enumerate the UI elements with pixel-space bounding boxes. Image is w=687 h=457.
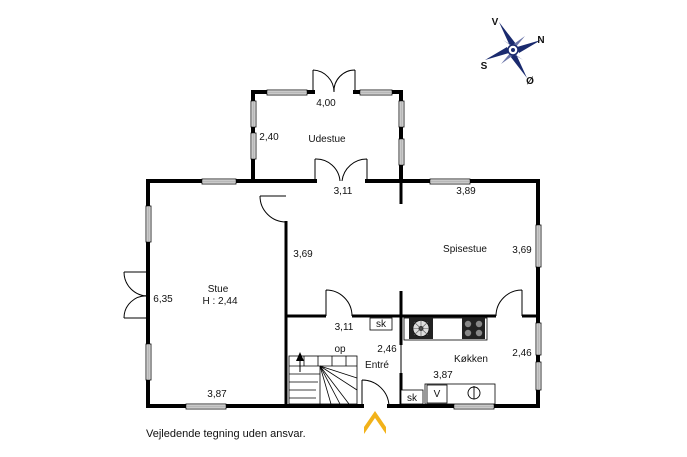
kokken-appliance: V: [434, 389, 441, 400]
entre-cupboard: sk: [376, 319, 387, 330]
stairs: [288, 355, 358, 405]
kitchen-sink-icon: [467, 386, 481, 400]
cupboard-entre: [369, 317, 393, 331]
entre-name: Entré: [365, 360, 389, 371]
kokken-name: Køkken: [454, 354, 488, 365]
kokken-width: 3,87: [433, 370, 453, 381]
hall-width: 3,11: [334, 186, 353, 197]
udestue-name: Udestue: [308, 134, 346, 145]
entre-width: 3,11: [335, 322, 354, 333]
kokken-depth: 2,46: [512, 348, 532, 359]
stue-height: H : 2,44: [202, 296, 237, 307]
washing-machine: [426, 384, 448, 404]
spisestue-depth: 3,69: [512, 245, 532, 256]
door-front: [361, 379, 390, 407]
compass-west-label: V: [492, 17, 499, 28]
compass-north-label: N: [537, 35, 544, 46]
stairs-arrow-icon: [296, 352, 304, 361]
door-udestue-outer: [312, 69, 356, 93]
door-stue-hall: [259, 195, 287, 223]
compass-south-label: S: [481, 61, 488, 72]
entrance-arrow-icon: [364, 411, 386, 434]
spisestue-width: 3,89: [456, 186, 476, 197]
doors: [123, 69, 523, 407]
door-stue-terrace: [123, 271, 149, 319]
stue-length: 6,35: [153, 294, 173, 305]
stue-width: 3,87: [207, 389, 227, 400]
hall-depth: 3,69: [293, 249, 313, 260]
sink-icon: [409, 318, 433, 339]
spisestue-name: Spisestue: [443, 244, 487, 255]
door-entre-top: [325, 289, 353, 317]
entre-depth: 2,46: [377, 344, 397, 355]
entre-stairs-label: op: [334, 344, 346, 355]
stove-icon: [462, 318, 485, 339]
udestue-width: 4,00: [316, 98, 336, 109]
cupboard-kitchen: [400, 389, 424, 405]
interior-walls: [284, 181, 538, 406]
door-udestue-hall: [314, 158, 368, 182]
compass-east-label: Ø: [526, 76, 534, 87]
disclaimer-text: Vejledende tegning uden ansvar.: [146, 428, 306, 440]
kokken-cupboard: sk: [407, 393, 418, 404]
compass-icon: [485, 22, 541, 78]
window-panes: [147, 91, 540, 408]
door-kitchen: [495, 289, 523, 317]
stue-name: Stue: [208, 284, 229, 295]
udestue-depth: 2,40: [259, 132, 279, 143]
